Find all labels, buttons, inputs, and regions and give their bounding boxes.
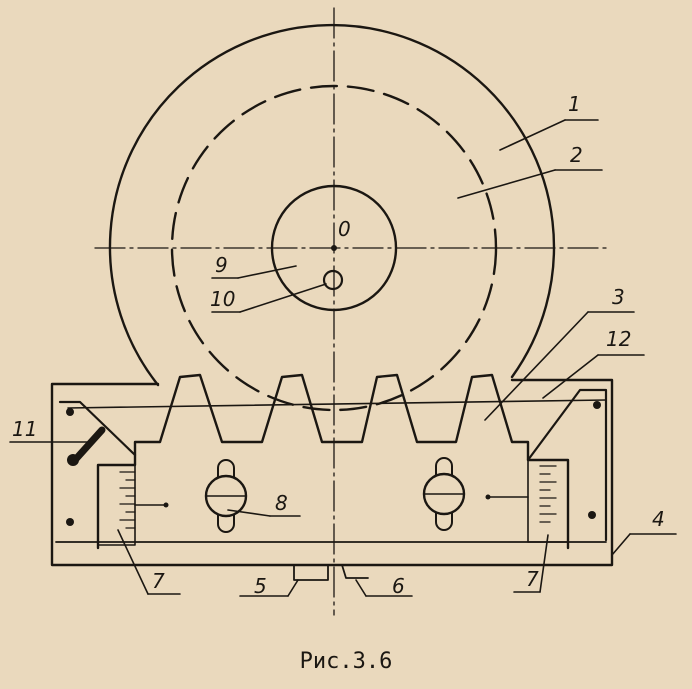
right-guide [526, 388, 608, 542]
label-3: 3 [612, 285, 625, 309]
left-top-pin [66, 408, 74, 416]
label-1: 1 [568, 92, 581, 116]
gear-outer-circle [108, 23, 556, 387]
label-10: 10 [210, 287, 235, 311]
right-scale-mark [485, 494, 491, 500]
right-mounting-bolt [422, 457, 466, 531]
clamp-lever[interactable] [71, 426, 106, 464]
label-12: 12 [606, 327, 631, 351]
rack-pitch-line [67, 399, 607, 409]
label-2: 2 [570, 143, 583, 167]
figure-caption: Рис.3.6 [300, 649, 393, 674]
right-top-pin [593, 401, 601, 409]
label-7-left: 7 [152, 569, 165, 593]
leader-lines [9, 119, 677, 597]
bottom-tab-6 [341, 564, 369, 579]
left-guide [58, 400, 137, 457]
rack-body [96, 373, 570, 550]
label-7-right: 7 [526, 567, 539, 591]
label-center-o: 0 [338, 217, 351, 241]
label-5: 5 [254, 574, 267, 598]
right-scale [527, 459, 569, 543]
label-6: 6 [392, 574, 405, 598]
left-bottom-pin [66, 518, 74, 526]
label-9: 9 [215, 253, 228, 277]
center-point [331, 245, 337, 251]
label-4: 4 [652, 507, 665, 531]
base-frame [50, 378, 614, 567]
bottom-tab-5 [293, 564, 329, 581]
clamp-lever-knob[interactable] [67, 454, 79, 466]
right-scale-ticks [539, 465, 557, 523]
eccentric-hole [322, 269, 344, 291]
left-scale-ticks [119, 471, 136, 529]
label-8: 8 [275, 491, 288, 515]
left-scale [97, 464, 136, 546]
left-scale-mark [163, 502, 169, 508]
right-bottom-pin [588, 511, 596, 519]
left-mounting-bolt [204, 459, 248, 533]
label-11: 11 [12, 417, 37, 441]
